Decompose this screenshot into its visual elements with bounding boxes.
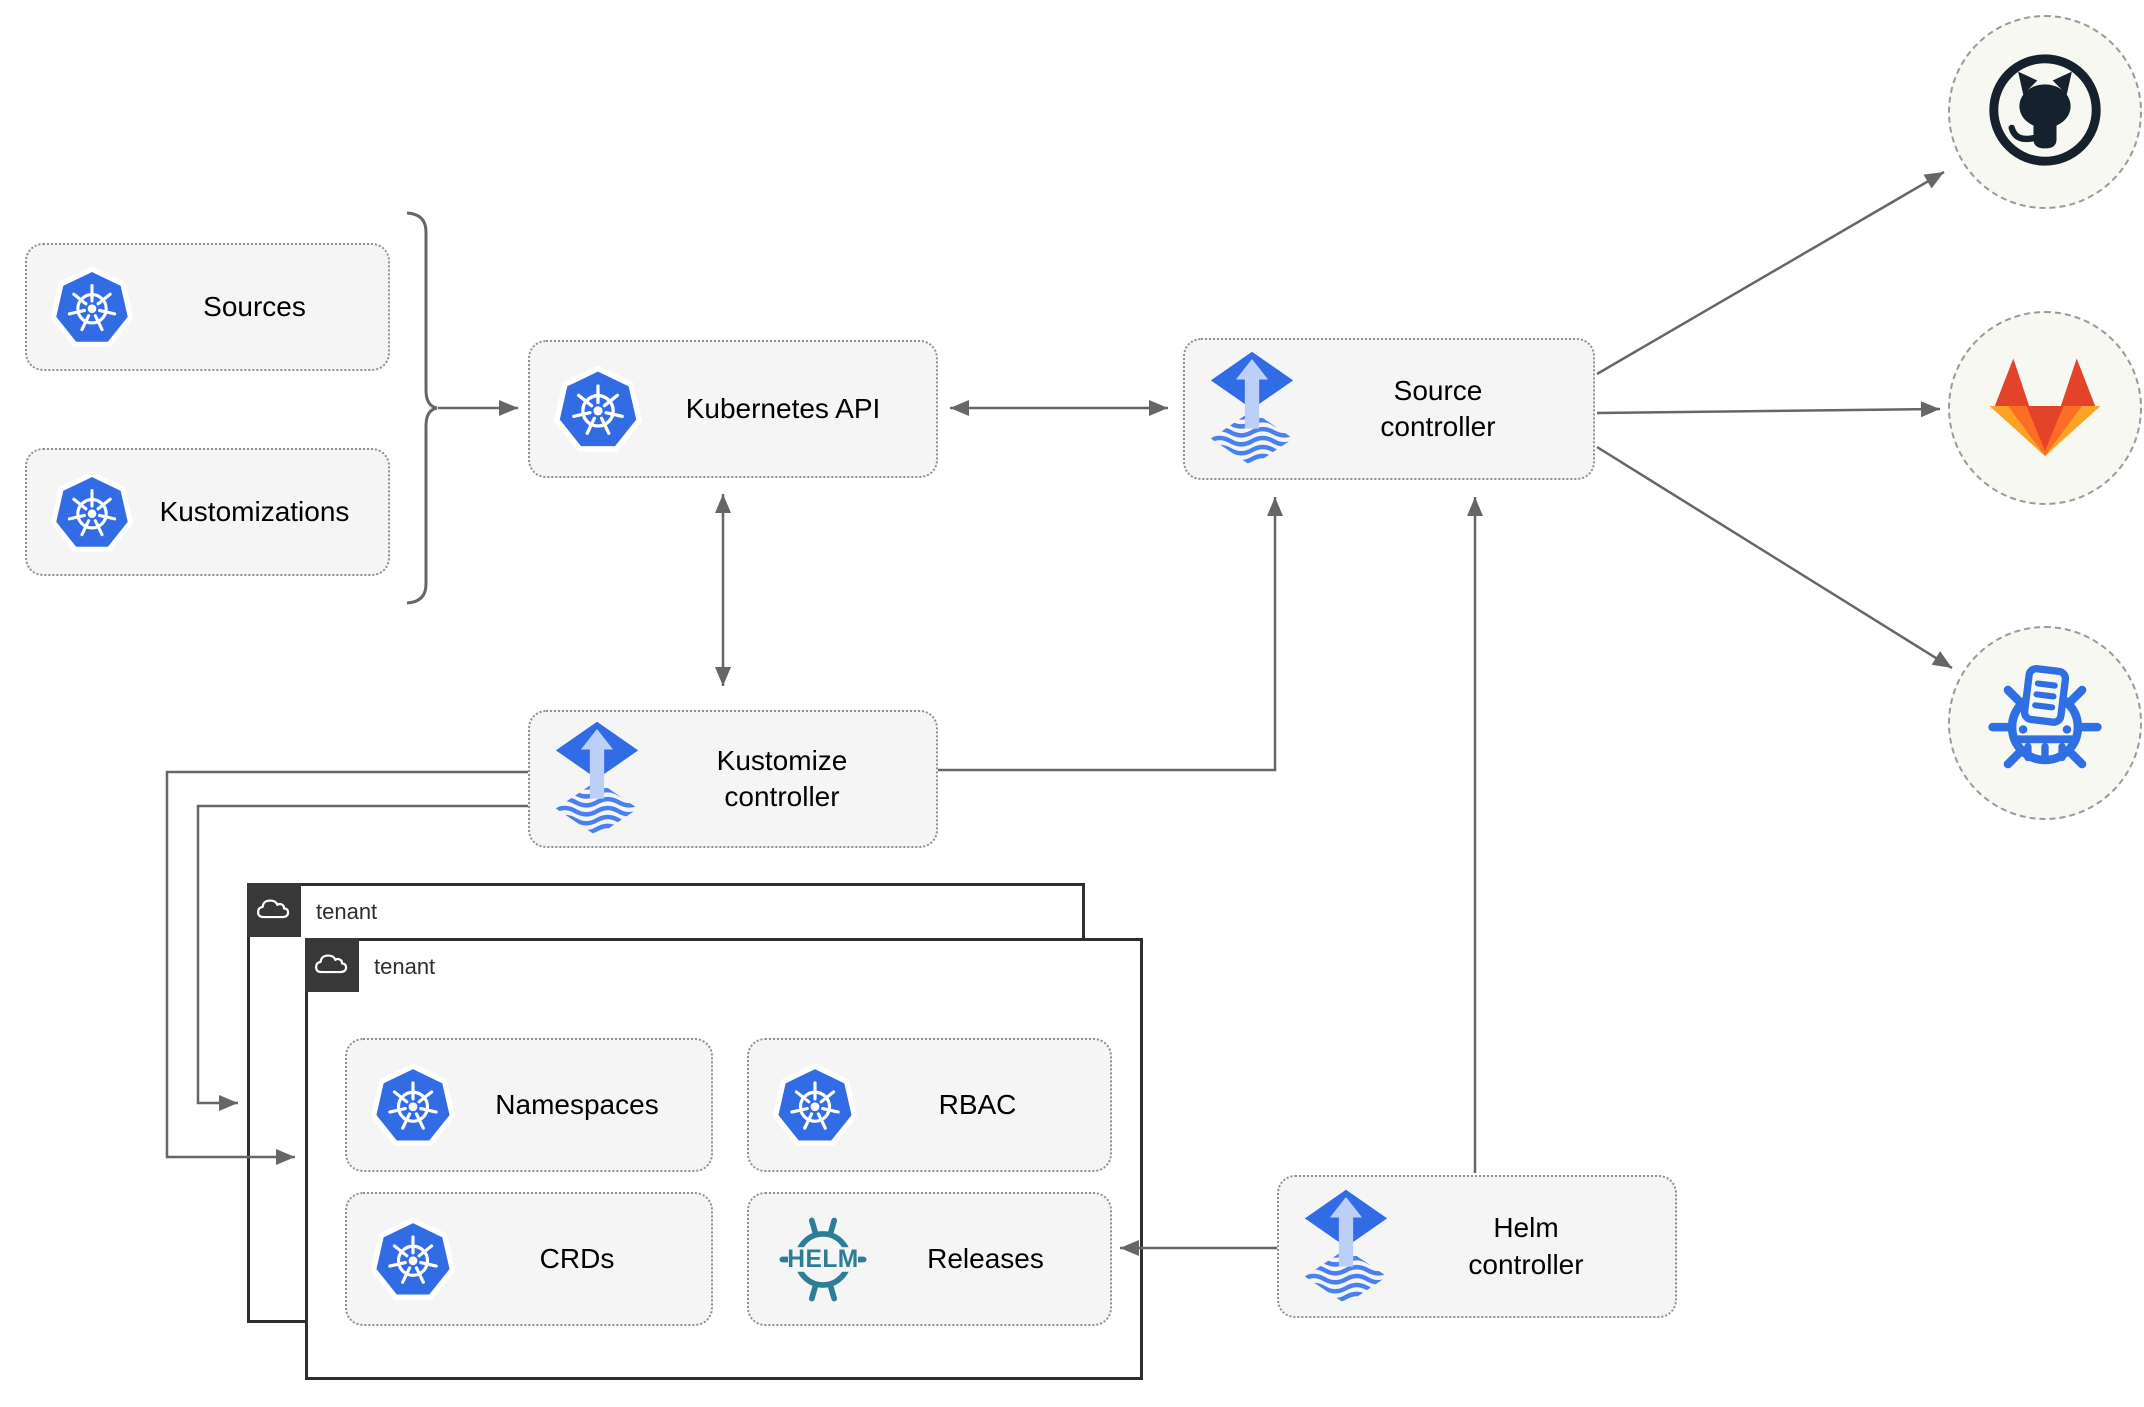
- kubernetes-icon: [369, 1061, 457, 1149]
- kustomizations-node: Kustomizations: [25, 448, 390, 576]
- github-circle: [1948, 15, 2142, 209]
- kubernetes-icon: [771, 1061, 859, 1149]
- releases-node: Releases: [747, 1192, 1112, 1326]
- helm-controller-label: Helm controller: [1468, 1212, 1584, 1280]
- sources-label: Sources: [203, 290, 306, 322]
- sourcectrl-github-arrow: [1596, 170, 1945, 376]
- flux-icon: [552, 720, 642, 838]
- namespaces-label: Namespaces: [495, 1088, 659, 1120]
- kubernetes-icon: [369, 1215, 457, 1303]
- github-icon: [1981, 46, 2109, 179]
- flux-icon: [1301, 1188, 1391, 1306]
- kustomize-controller-label: Kustomize controller: [716, 744, 848, 812]
- rbac-node: RBAC: [747, 1038, 1112, 1172]
- kubernetes-api-node: Kubernetes API: [528, 340, 938, 478]
- chartmuseum-circle: [1948, 626, 2142, 820]
- kustomizations-label: Kustomizations: [159, 495, 350, 527]
- kustomize-controller-node: Kustomize controller: [528, 710, 938, 848]
- gitlab-icon: [1979, 350, 2111, 467]
- rbac-label: RBAC: [938, 1088, 1017, 1120]
- source-controller-node: Source controller: [1183, 338, 1595, 480]
- kubernetes-api-label: Kubernetes API: [685, 392, 881, 424]
- source-controller-label: Source controller: [1380, 374, 1496, 442]
- crds-label: CRDs: [539, 1242, 615, 1274]
- releases-label: Releases: [927, 1242, 1044, 1274]
- gitlab-circle: [1948, 311, 2142, 505]
- tenant-label: tenant: [316, 899, 378, 924]
- cloud-icon: [312, 949, 352, 982]
- sourcectrl-gitlab-arrow: [1596, 401, 1941, 418]
- tenant-label: tenant: [374, 954, 436, 979]
- kubernetes-icon: [49, 264, 135, 350]
- sourcectrl-chartmuseum-arrow: [1596, 445, 1953, 670]
- flux-icon: [1207, 350, 1297, 468]
- crds-node: CRDs: [345, 1192, 713, 1326]
- sources-node: Sources: [25, 243, 390, 371]
- kustomizectrl-sourcectrl-arrow: [938, 497, 1283, 772]
- kubernetes-icon: [552, 363, 644, 455]
- helm-controller-node: Helm controller: [1277, 1175, 1677, 1318]
- tenant-badge: [247, 883, 301, 937]
- helm-icon: [771, 1212, 875, 1307]
- grouping-brace: [406, 211, 438, 605]
- tenant-badge: [305, 938, 359, 992]
- chartmuseum-icon: [1978, 654, 2112, 793]
- namespaces-node: Namespaces: [345, 1038, 713, 1172]
- cloud-icon: [254, 894, 294, 927]
- kubernetes-icon: [49, 469, 135, 555]
